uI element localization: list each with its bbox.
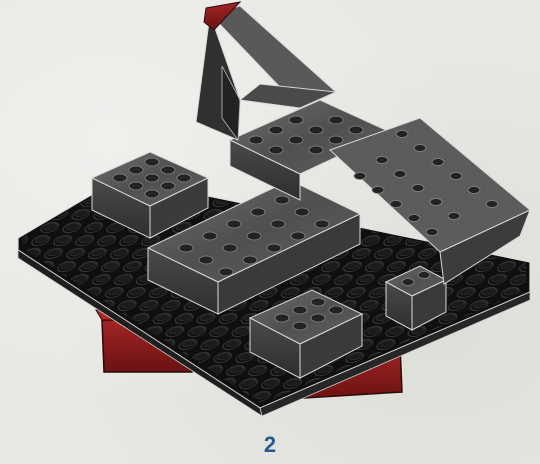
lego-model-illustration — [0, 0, 540, 420]
step-number: 2 — [0, 432, 540, 458]
